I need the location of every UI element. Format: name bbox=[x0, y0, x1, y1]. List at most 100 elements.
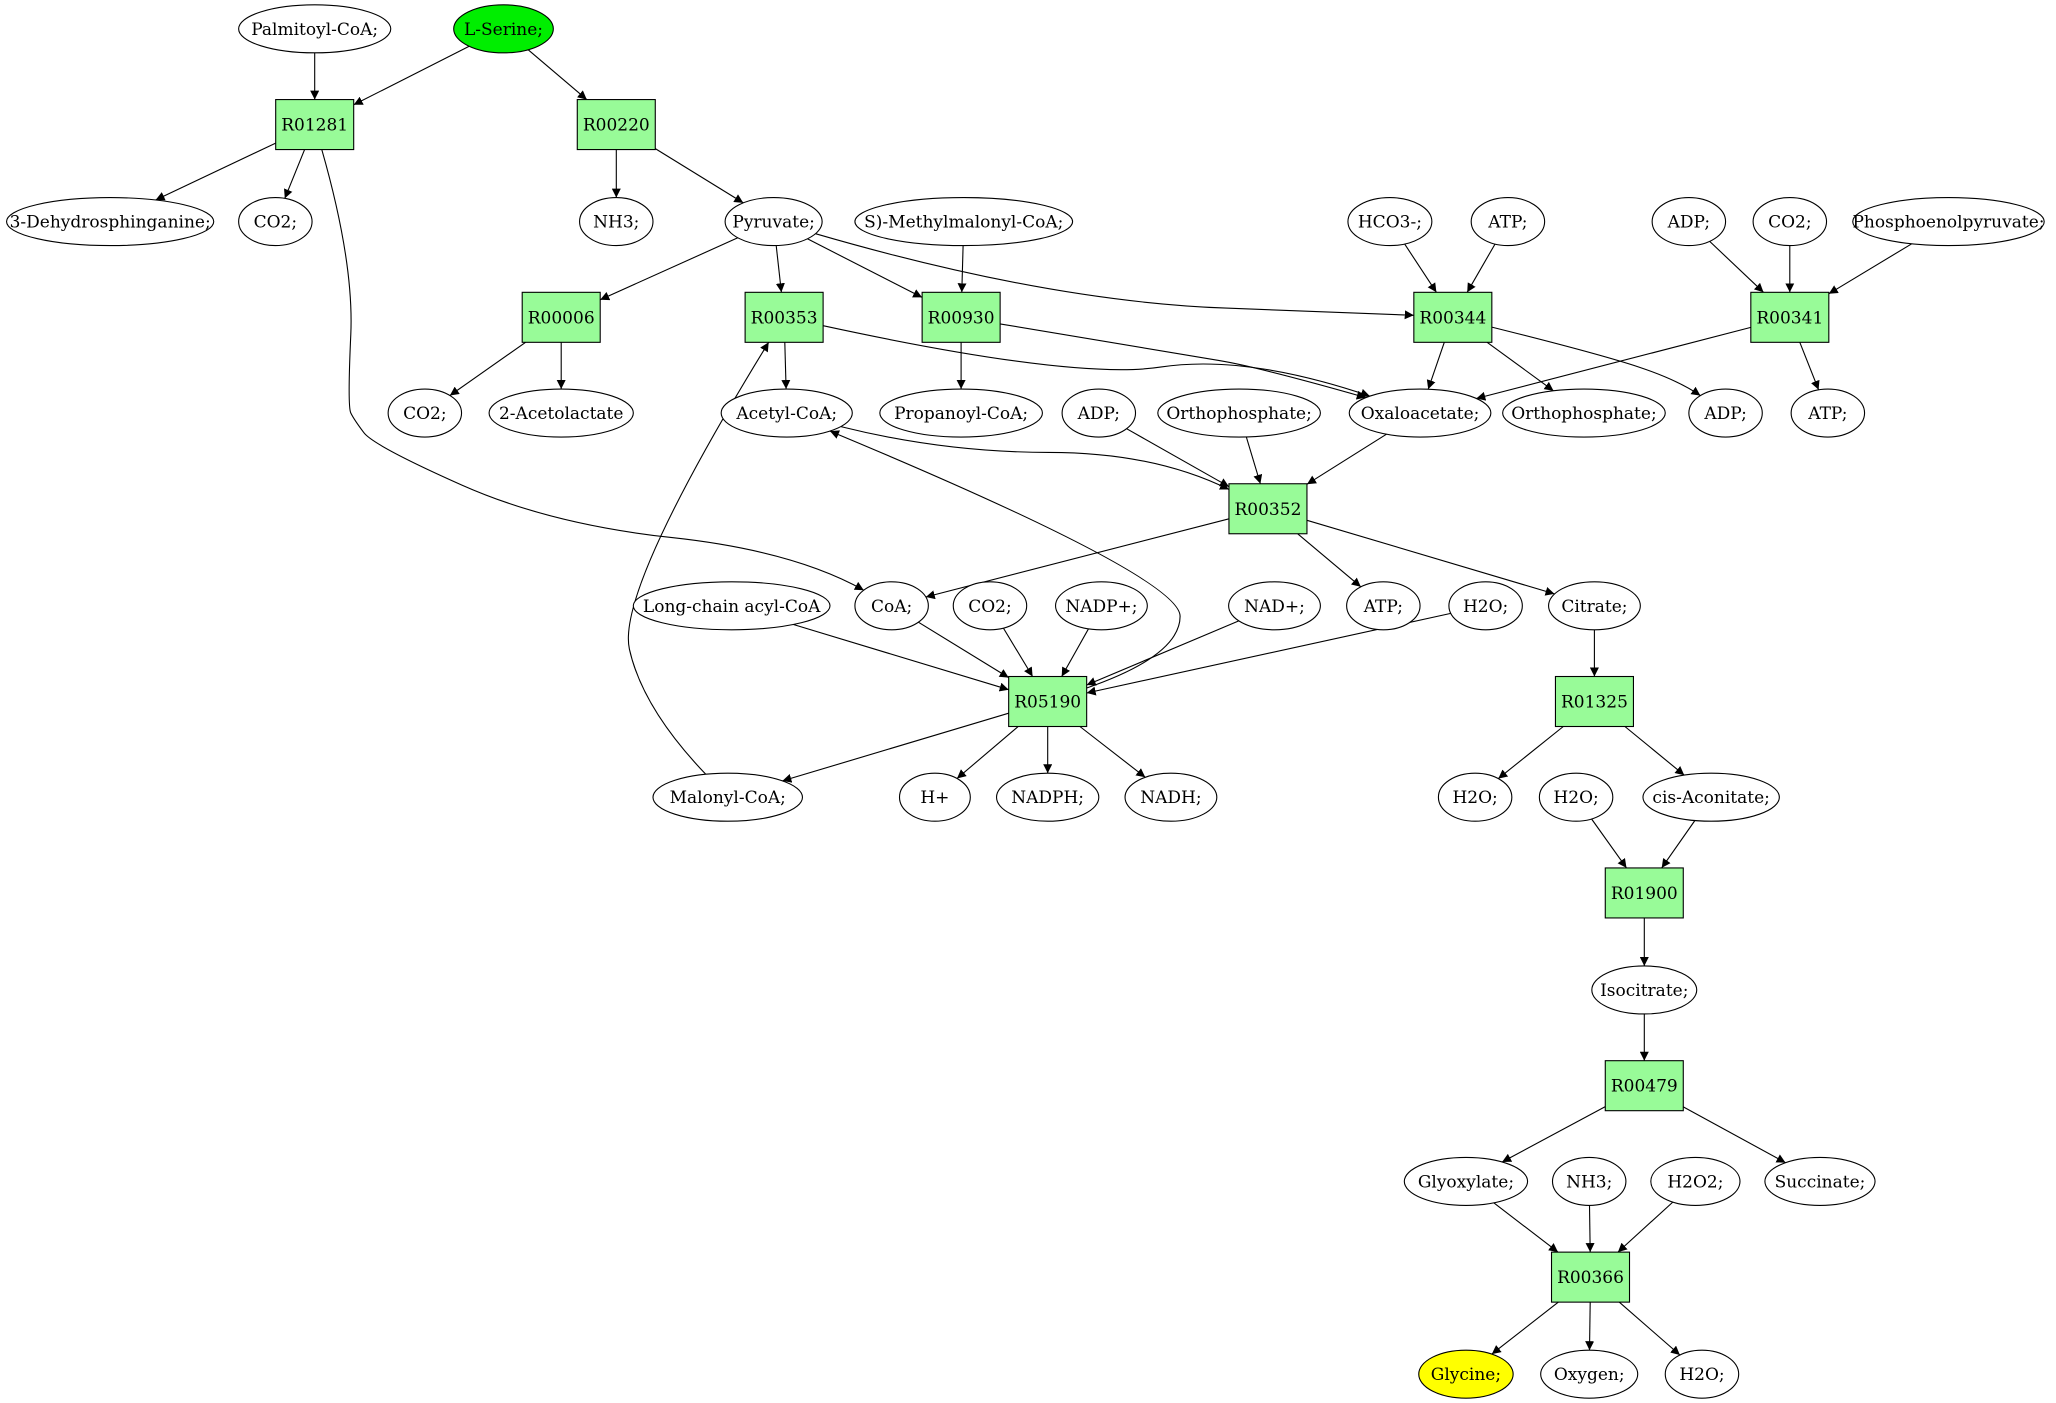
compound-node-methylmalonyl-coa: S)-Methylmalonyl-CoA; bbox=[854, 197, 1074, 247]
edge-long-chain-to-r05190 bbox=[793, 623, 1009, 692]
compound-label: NADP+; bbox=[1065, 597, 1137, 617]
compound-node-nadp: NADP+; bbox=[1054, 581, 1148, 631]
reaction-node-r01281: R01281 bbox=[275, 99, 355, 151]
compound-node-nh3-a: NH3; bbox=[579, 197, 654, 247]
compound-ellipse bbox=[1591, 965, 1698, 1015]
compound-node-succinate: Succinate; bbox=[1764, 1156, 1876, 1206]
reaction-box bbox=[1008, 675, 1088, 728]
compound-label: Phosphoenolpyruvate; bbox=[1852, 213, 2044, 233]
edge-coa-to-r05190 bbox=[918, 621, 1009, 679]
edge-pyruvate-to-r00006 bbox=[599, 237, 739, 301]
edge-pyruvate-to-r00930 bbox=[807, 238, 923, 298]
compound-node-atp-c: ATP; bbox=[1346, 581, 1421, 631]
edge-l-serine-to-r00220 bbox=[527, 49, 588, 101]
edge-layer bbox=[155, 45, 1912, 1356]
edge-r00344-to-orthophosphate-b bbox=[1486, 341, 1554, 392]
compound-ellipse bbox=[1642, 772, 1780, 822]
compound-ellipse bbox=[1437, 772, 1513, 822]
edge-atp-a-to-r00344 bbox=[1466, 243, 1496, 293]
edge-l-serine-to-r01281 bbox=[353, 45, 470, 106]
compound-node-nadph: NADPH; bbox=[995, 772, 1100, 822]
edge-nadp-to-r05190 bbox=[1061, 628, 1089, 677]
reaction-label: R00479 bbox=[1611, 1077, 1678, 1097]
compound-label: NAD+; bbox=[1244, 597, 1305, 617]
compound-node-co2-a: CO2; bbox=[238, 197, 313, 247]
compound-node-nad: NAD+; bbox=[1228, 581, 1321, 631]
compound-ellipse bbox=[488, 388, 634, 438]
reaction-box bbox=[1550, 1251, 1631, 1303]
reaction-label: R00006 bbox=[528, 308, 595, 328]
reaction-box bbox=[521, 291, 601, 343]
reaction-node-r01900: R01900 bbox=[1604, 867, 1684, 919]
compound-label: Palmitoyl-CoA; bbox=[251, 20, 378, 40]
compound-node-cis-aconitate: cis-Aconitate; bbox=[1642, 772, 1780, 822]
reaction-node-r00366: R00366 bbox=[1550, 1251, 1631, 1303]
compound-label: H+ bbox=[920, 788, 949, 808]
compound-ellipse bbox=[1650, 1156, 1741, 1206]
compound-label: 2-Acetolactate bbox=[499, 404, 623, 424]
edge-methylmalonyl-coa-to-r00930 bbox=[957, 245, 967, 293]
compound-label: cis-Aconitate; bbox=[1652, 788, 1769, 808]
compound-node-adp-a: ADP; bbox=[1651, 197, 1727, 247]
compound-node-citrate: Citrate; bbox=[1548, 581, 1641, 631]
edge-r00352-to-citrate bbox=[1306, 519, 1555, 596]
compound-label: Oxygen; bbox=[1554, 1365, 1625, 1385]
compound-label: Citrate; bbox=[1561, 597, 1627, 617]
compound-ellipse bbox=[898, 772, 971, 822]
edge-acetyl-coa-to-r00352 bbox=[840, 426, 1230, 490]
reaction-label: R00344 bbox=[1419, 308, 1486, 328]
compound-ellipse bbox=[720, 388, 853, 438]
compound-node-co2-c: CO2; bbox=[387, 388, 463, 438]
compound-ellipse bbox=[1346, 581, 1421, 631]
reaction-node-r05190: R05190 bbox=[1008, 675, 1088, 728]
compound-ellipse bbox=[1752, 197, 1828, 247]
compound-label: CoA; bbox=[871, 597, 912, 617]
compound-ellipse bbox=[1061, 388, 1137, 438]
compound-ellipse bbox=[1124, 772, 1218, 822]
compound-ellipse bbox=[1448, 581, 1523, 631]
reaction-box bbox=[1604, 1060, 1684, 1112]
edge-nh3-b-to-r00366 bbox=[1585, 1205, 1595, 1253]
reaction-box bbox=[1750, 291, 1830, 343]
reaction-node-r00479: R00479 bbox=[1604, 1060, 1684, 1112]
compound-ellipse bbox=[238, 197, 313, 247]
compound-ellipse bbox=[1403, 1156, 1529, 1206]
edge-pep-to-r00341 bbox=[1828, 243, 1912, 295]
reaction-box bbox=[744, 291, 824, 343]
edge-oxaloacetate-to-r00352 bbox=[1306, 433, 1387, 485]
compound-label: ATP; bbox=[1487, 213, 1527, 233]
edge-r00353-to-acetyl-coa bbox=[781, 342, 791, 390]
edge-r00341-to-atp-b bbox=[1799, 342, 1820, 391]
reaction-label: R01281 bbox=[281, 116, 348, 136]
edge-r05190-to-malonyl-coa bbox=[782, 712, 1009, 783]
reaction-box bbox=[1413, 291, 1493, 343]
reaction-label: R00352 bbox=[1235, 500, 1302, 520]
compound-ellipse bbox=[1470, 197, 1546, 247]
compound-label: ADP; bbox=[1667, 213, 1710, 233]
compound-node-acetolactate: 2-Acetolactate bbox=[488, 388, 634, 438]
edge-r01281-to-co2-a bbox=[284, 149, 306, 199]
compound-node-l-serine: L-Serine; bbox=[453, 4, 554, 54]
compound-ellipse bbox=[952, 581, 1028, 631]
compound-label: NH3; bbox=[1566, 1172, 1612, 1192]
compound-label: Propanoyl-CoA; bbox=[894, 404, 1028, 424]
edge-r00366-to-oxygen bbox=[1585, 1302, 1595, 1351]
compound-node-acetyl-coa: Acetyl-CoA; bbox=[720, 388, 853, 438]
edge-r00006-to-co2-c bbox=[449, 341, 526, 396]
edge-r00353-to-oxaloacetate bbox=[822, 325, 1371, 398]
compound-label: 3-Dehydrosphinganine; bbox=[10, 213, 211, 233]
compound-node-nadh: NADH; bbox=[1124, 772, 1218, 822]
reaction-label: R00353 bbox=[751, 308, 818, 328]
compound-ellipse bbox=[1228, 581, 1321, 631]
reaction-box bbox=[921, 291, 1001, 343]
compound-node-pyruvate: Pyruvate; bbox=[724, 197, 823, 247]
edge-r05190-to-acetyl-coa bbox=[829, 430, 1181, 689]
compound-node-oxygen: Oxygen; bbox=[1540, 1349, 1639, 1399]
compound-ellipse bbox=[1502, 388, 1666, 438]
reaction-node-r01325: R01325 bbox=[1554, 675, 1634, 728]
compound-label: Succinate; bbox=[1775, 1172, 1866, 1192]
edge-r05190-to-h-plus bbox=[956, 726, 1019, 779]
compound-label: S)-Methylmalonyl-CoA; bbox=[864, 213, 1063, 233]
